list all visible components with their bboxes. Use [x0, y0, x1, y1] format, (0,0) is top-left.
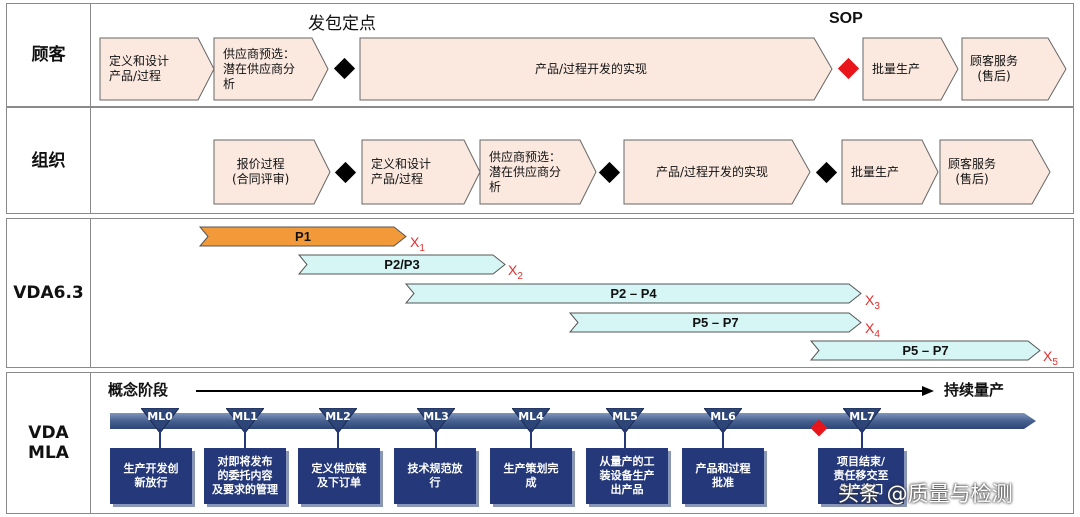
step-label: 供应商预选： 潜在供应商分 析 [489, 149, 562, 194]
organization-row-label: 组织 [7, 108, 91, 213]
connector [861, 428, 863, 448]
milestone-ml4: ML4 [512, 408, 550, 433]
connector [624, 428, 626, 448]
customer-step-supplier-preselect: 供应商预选： 潜在供应商分 析 [213, 37, 329, 101]
vda63-bar-p1: P1 [198, 226, 407, 247]
step-label: 批量生产 [851, 164, 900, 179]
mla-start-label: 概念阶段 [108, 381, 169, 399]
mla-box-ml7: 项目结束/ 责任移交至 生产部门 [818, 448, 904, 504]
connector [244, 428, 246, 448]
vda63-bar-p2p4: P2 – P4 [404, 283, 862, 304]
org-step-service: 顾客服务 (售后) [939, 139, 1051, 205]
milestone-label: ML5 [612, 410, 638, 423]
marker-index: 1 [419, 242, 425, 254]
step-label: 定义和设计 产品/过程 [371, 157, 432, 186]
milestone-ml5: ML5 [606, 408, 644, 433]
mla-phase-arrow [196, 386, 934, 396]
vda63-bar-p5p7-series: P5 – P7 [809, 340, 1041, 361]
marker-index: 4 [874, 328, 880, 340]
org-step-development: 产品/过程开发的实现 [623, 139, 811, 205]
marker-index: 3 [874, 300, 880, 312]
step-label: 产品/过程开发的实现 [534, 61, 648, 76]
milestone-ml0: ML0 [141, 408, 179, 433]
mla-box-ml6: 产品和过程 批准 [682, 448, 764, 504]
bar-label: P5 – P7 [692, 315, 739, 330]
mla-box-ml5: 从量产的工 装设备生产 出产品 [586, 448, 668, 504]
marker-letter: X [508, 262, 518, 278]
bar-label: P5 – P7 [902, 343, 949, 358]
customer-row-label: 顾客 [7, 4, 91, 106]
marker-letter: X [1043, 348, 1053, 364]
bar-label: P1 [295, 229, 311, 244]
customer-step-service: 顾客服务 (售后) [961, 37, 1067, 101]
step-label: 供应商预选： 潜在供应商分 析 [223, 46, 296, 91]
vda63-x5-marker: X5 [1043, 348, 1058, 368]
step-label: 批量生产 [872, 61, 921, 76]
milestone-label: ML6 [710, 410, 736, 423]
connector [159, 428, 161, 448]
marker-index: 2 [517, 270, 523, 282]
vda63-x3-marker: X3 [865, 292, 880, 312]
mla-box-ml3: 技术规范放 行 [394, 448, 476, 504]
mla-box-ml0: 生产开发创 新放行 [110, 448, 192, 504]
step-label: 顾客服务 (售后) [948, 157, 997, 186]
sop-label: SOP [829, 10, 863, 27]
milestone-label: ML1 [232, 410, 258, 423]
milestone-ml6: ML6 [704, 408, 742, 433]
customer-step-define-design: 定义和设计 产品/过程 [99, 37, 215, 101]
release-point-label: 发包定点 [308, 14, 376, 34]
step-label: 报价过程 (合同评审) [232, 157, 290, 186]
org-step-quotation: 报价过程 (合同评审) [213, 139, 331, 205]
connector [530, 428, 532, 448]
milestone-ml2: ML2 [319, 408, 357, 433]
milestone-ml7: ML7 [843, 408, 881, 433]
marker-letter: X [410, 234, 420, 250]
mla-box-ml1: 对即将发布 的委托内容 及要求的管理 [204, 448, 286, 504]
mla-end-label: 持续量产 [944, 381, 1005, 399]
vda63-x4-marker: X4 [865, 320, 880, 340]
connector [722, 428, 724, 448]
marker-letter: X [865, 320, 875, 336]
vda63-row-label: VDA6.3 [7, 219, 91, 367]
vda63-bar-p2p3: P2/P3 [297, 254, 506, 275]
connector [435, 428, 437, 448]
milestone-label: ML4 [518, 410, 544, 423]
step-label: 产品/过程开发的实现 [655, 164, 769, 179]
milestone-label: ML3 [423, 410, 449, 423]
milestone-label: ML2 [325, 410, 351, 423]
org-step-series-production: 批量生产 [841, 139, 939, 205]
vda63-bar-p5p7: P5 – P7 [568, 312, 862, 333]
milestone-label: ML7 [849, 410, 875, 423]
vda63-x2-marker: X2 [508, 262, 523, 282]
mla-box-ml2: 定义供应链 及下订单 [298, 448, 380, 504]
org-step-define-design: 定义和设计 产品/过程 [361, 139, 481, 205]
vdamla-row-label: VDA MLA [7, 373, 91, 513]
step-label: 定义和设计 产品/过程 [109, 54, 170, 83]
vda63-x1-marker: X1 [410, 234, 425, 254]
marker-letter: X [865, 292, 875, 308]
customer-step-development: 产品/过程开发的实现 [359, 37, 833, 101]
bar-label: P2 – P4 [610, 286, 657, 301]
connector [337, 428, 339, 448]
bar-label: P2/P3 [384, 257, 420, 272]
milestone-label: ML0 [147, 410, 173, 423]
milestone-ml3: ML3 [417, 408, 455, 433]
marker-index: 5 [1052, 356, 1058, 368]
customer-step-series-production: 批量生产 [862, 37, 959, 101]
step-label: 顾客服务 (售后) [970, 54, 1019, 83]
watermark: 头条 @质量与检测 [838, 482, 1013, 506]
milestone-ml1: ML1 [226, 408, 264, 433]
org-step-supplier-preselect: 供应商预选： 潜在供应商分 析 [479, 139, 597, 205]
mla-box-ml4: 生产策划完 成 [490, 448, 572, 504]
